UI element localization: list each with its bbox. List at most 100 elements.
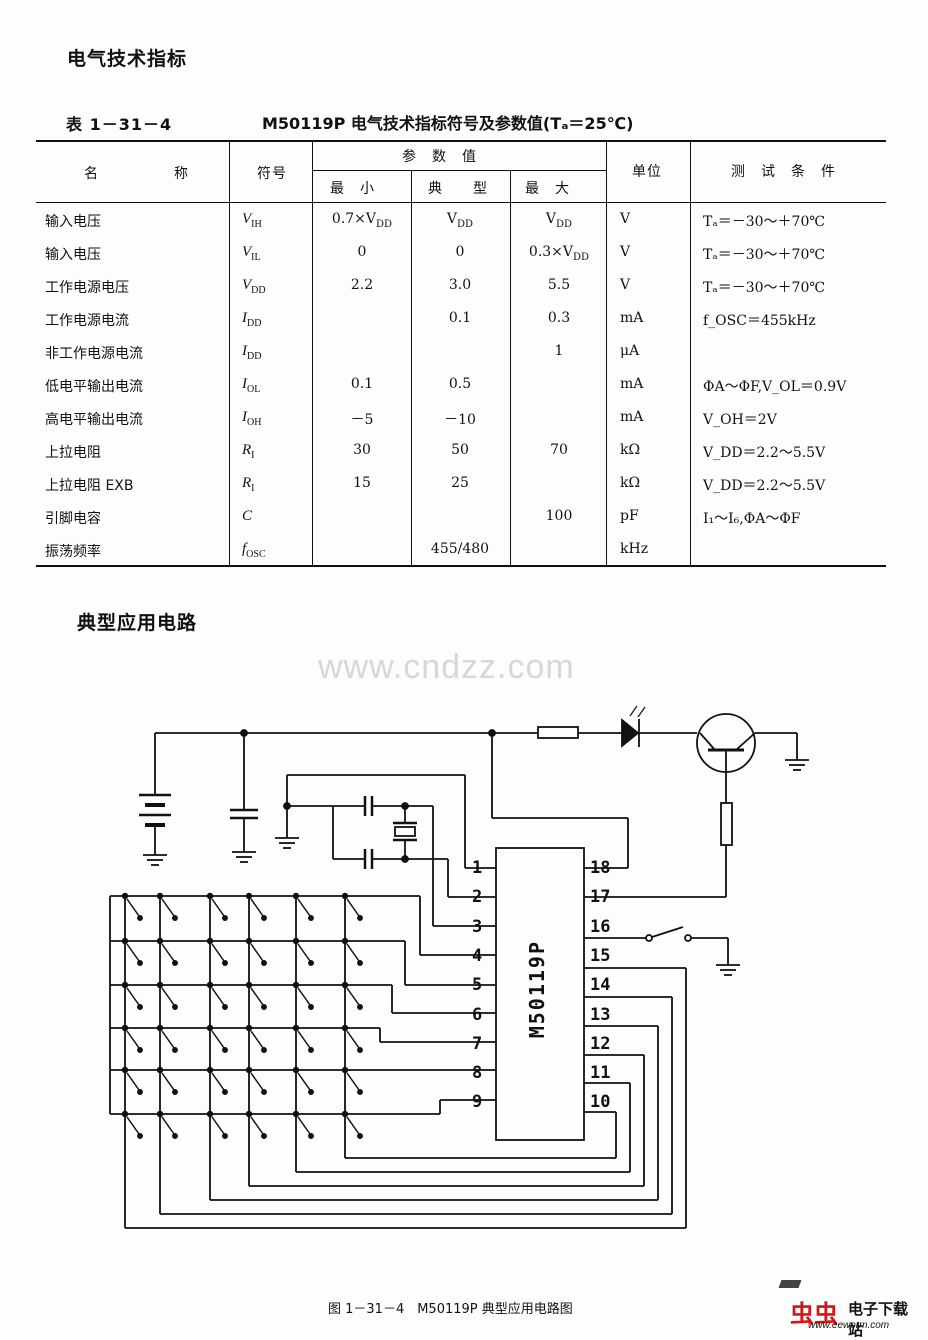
cell-sym: IOH [242,409,262,428]
header-unit: 单位 [632,164,662,180]
cell-typ: 0.5 [448,376,472,392]
pin-label: 6 [472,1004,483,1025]
key-switch [121,937,143,966]
cell-cond: f_OSC＝455kHz [703,313,816,329]
pin-label: 16 [590,916,611,937]
key-switch [156,1066,178,1095]
key-switch [156,892,178,921]
pin-label: 7 [472,1033,483,1054]
table-param-rule [312,170,606,171]
cell-max: 100 [545,508,573,524]
table-number: 表 1－31－4 [66,115,173,134]
led-ray [637,706,646,718]
pin-label: 2 [472,887,483,908]
circuit-diagram [109,705,809,1229]
pin-label: 12 [590,1033,611,1054]
pin-label: 17 [590,887,611,908]
cell-name: 工作电源电流 [45,313,129,329]
logo-mark: 虫虫 [790,1300,838,1328]
pin-label: 1 [472,858,483,878]
cell-typ: 50 [451,442,469,458]
cell-unit: mA [620,376,644,392]
section-heading-spec: 电气技术指标 [67,48,188,70]
cell-cond: Tₐ＝－30～＋70℃ [703,247,826,263]
table-col-rule [411,171,412,566]
cell-typ: 25 [451,475,469,491]
cell-name: 振荡频率 [45,544,101,560]
cell-unit: μA [620,343,640,359]
cell-cond: V_OH＝2V [703,412,777,428]
table-col-rule [229,141,230,566]
section-heading-circuit: 典型应用电路 [77,612,198,634]
cell-cond: V_DD＝2.2～5.5V [703,478,826,494]
cell-unit: kΩ [620,475,641,491]
cell-name: 低电平输出电流 [45,379,143,395]
key-switch [292,937,314,966]
resistor-base [720,802,733,846]
cell-min: 2.2 [350,277,374,293]
key-switch [121,981,143,1010]
key-switch [292,892,314,921]
cell-sym: IDD [242,343,262,362]
cell-name: 高电平输出电流 [45,412,143,428]
cell-typ: VDD [446,211,474,230]
table-header-rule [36,202,886,203]
resistor-top [537,726,579,739]
key-switch [206,1024,228,1053]
cell-sym: VIL [242,244,261,263]
cell-typ: －10 [444,412,476,428]
cell-min: 0 [357,244,367,260]
key-switch [156,981,178,1010]
header-symbol: 符号 [257,166,287,182]
cap-icon [778,1280,802,1288]
logo-url: www.eeworm.com [808,1320,890,1331]
key-switch [121,892,143,921]
header-cond: 测 试 条 件 [731,164,836,180]
key-switch [341,1066,363,1095]
header-name: 名 称 [84,166,189,182]
key-switch [156,937,178,966]
cell-min: 0.1 [350,376,374,392]
cell-sym: C [242,508,253,524]
pin-label: 3 [472,916,483,937]
cell-unit: kHz [620,541,649,557]
cell-name: 上拉电阻 [45,445,101,461]
cell-unit: V [620,244,631,260]
chip-label: M50119P [525,940,549,1039]
table-top-rule [36,140,886,142]
key-switch [206,1110,228,1139]
cell-min: 0.7×VDD [331,211,393,230]
key-switch [341,1024,363,1053]
cell-sym: RI [242,442,255,461]
site-logo: 虫虫 电子下载站 www.eeworm.com [778,1280,920,1339]
pin-label: 14 [590,975,611,996]
cell-cond: I₁～I₆,ΦA～ΦF [703,511,801,527]
pin-label: 11 [590,1063,611,1084]
cell-name: 非工作电源电流 [45,346,143,362]
table-col-rule [312,141,313,566]
key-switch [206,892,228,921]
header-params: 参 数 值 [402,149,477,165]
cell-max: 1 [554,343,564,359]
key-switch [206,937,228,966]
pin-label: 9 [472,1092,483,1113]
key-switch [245,1066,267,1095]
key-switch [292,1066,314,1095]
cell-max: 5.5 [547,277,571,293]
table-col-rule [690,141,691,566]
key-switch [341,981,363,1010]
led-ray [629,705,638,717]
led-icon [621,718,640,748]
pin-label: 18 [590,858,611,878]
cell-name: 引脚电容 [45,511,101,527]
key-switch [245,1024,267,1053]
chip-body [495,847,585,1141]
cell-typ: 0.1 [448,310,472,326]
cell-cond: Tₐ＝－30～＋70℃ [703,280,826,296]
key-switch [156,1110,178,1139]
cell-cond: ΦA～ΦF,V_OL＝0.9V [703,379,847,395]
cell-max: VDD [545,211,573,230]
table-col-rule [606,141,607,566]
cell-name: 工作电源电压 [45,280,129,296]
cell-sym: IOL [242,376,261,395]
